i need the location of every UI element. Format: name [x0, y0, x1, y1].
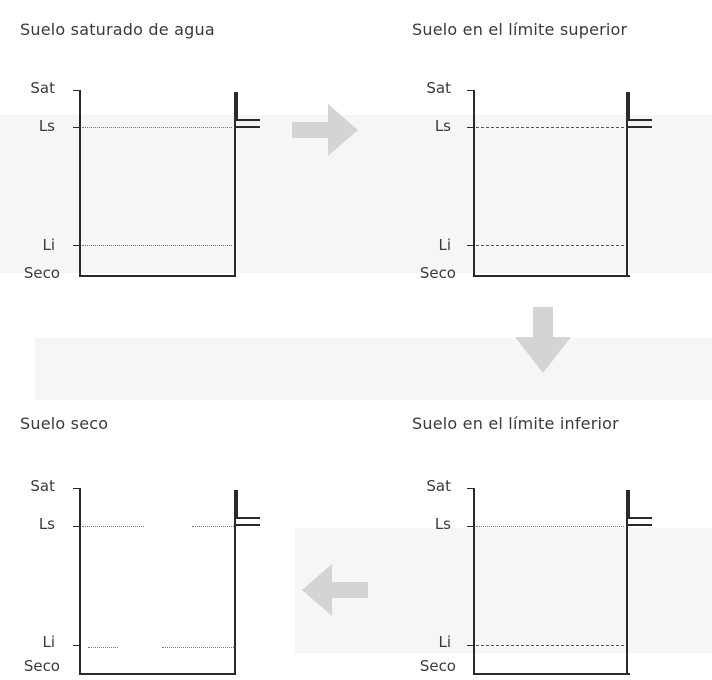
- label-sat: Sat: [30, 477, 55, 495]
- label-sat: Sat: [426, 477, 451, 495]
- tick-li: [467, 645, 473, 646]
- water-level-ls: [476, 526, 624, 527]
- soil-bottom: [79, 673, 236, 675]
- drain-outlet-top: [236, 517, 260, 519]
- label-seco: Seco: [419, 657, 456, 675]
- label-ls: Ls: [38, 117, 55, 135]
- label-seco: Seco: [419, 264, 456, 282]
- label-ls: Ls: [434, 515, 451, 533]
- tick-li: [73, 645, 79, 646]
- drain-pipe: [236, 92, 238, 120]
- left-wall: [79, 90, 81, 276]
- label-sat: Sat: [30, 79, 55, 97]
- middle-band: [35, 338, 712, 400]
- label-ls: Ls: [434, 117, 451, 135]
- left-wall: [473, 488, 475, 674]
- tick-sat: [73, 488, 79, 489]
- drain-pipe: [236, 490, 238, 518]
- water-level-li-segment-1: [88, 647, 118, 648]
- soil-bottom: [473, 275, 630, 277]
- water-level-li: [476, 645, 624, 646]
- panel-title: Suelo saturado de agua: [20, 20, 215, 39]
- tick-ls: [73, 526, 79, 527]
- label-li: Li: [42, 236, 55, 254]
- water-level-ls: [82, 127, 232, 128]
- right-wall: [234, 92, 236, 276]
- top-band: [0, 115, 712, 273]
- drain-outlet-bottom: [628, 126, 652, 128]
- tick-sat: [467, 90, 473, 91]
- water-level-li: [476, 245, 624, 246]
- label-sat: Sat: [426, 79, 451, 97]
- left-wall: [473, 90, 475, 276]
- tick-sat: [73, 90, 79, 91]
- label-li: Li: [438, 633, 451, 651]
- panel-title: Suelo en el límite superior: [412, 20, 628, 39]
- right-wall: [626, 92, 628, 276]
- water-level-ls-segment-2: [192, 526, 234, 527]
- drain-pipe: [628, 92, 630, 120]
- drain-outlet-top: [628, 517, 652, 519]
- drain-outlet-top: [628, 119, 652, 121]
- left-wall: [79, 488, 81, 674]
- soil-bottom: [473, 673, 630, 675]
- water-level-ls: [476, 127, 624, 128]
- water-level-ls-segment-1: [82, 526, 144, 527]
- drain-outlet-bottom: [236, 524, 260, 526]
- tick-li: [73, 245, 79, 246]
- arrow-down-icon: [515, 307, 571, 373]
- label-seco: Seco: [23, 657, 60, 675]
- tick-ls: [73, 127, 79, 128]
- panel-title: Suelo en el límite inferior: [412, 414, 619, 433]
- water-level-li: [82, 245, 232, 246]
- label-li: Li: [42, 633, 55, 651]
- drain-outlet-bottom: [628, 524, 652, 526]
- label-li: Li: [438, 236, 451, 254]
- arrow-left-icon: [302, 564, 368, 616]
- label-ls: Ls: [38, 515, 55, 533]
- water-level-li-segment-2: [162, 647, 234, 648]
- right-wall: [234, 490, 236, 674]
- drain-pipe: [628, 490, 630, 518]
- soil-bottom: [79, 275, 236, 277]
- tick-sat: [467, 488, 473, 489]
- panel-title: Suelo seco: [20, 414, 109, 433]
- tick-ls: [467, 526, 473, 527]
- tick-ls: [467, 127, 473, 128]
- tick-li: [467, 245, 473, 246]
- arrow-right-icon: [292, 104, 358, 156]
- drain-outlet-bottom: [236, 126, 260, 128]
- right-wall: [626, 490, 628, 674]
- label-seco: Seco: [23, 264, 60, 282]
- drain-outlet-top: [236, 119, 260, 121]
